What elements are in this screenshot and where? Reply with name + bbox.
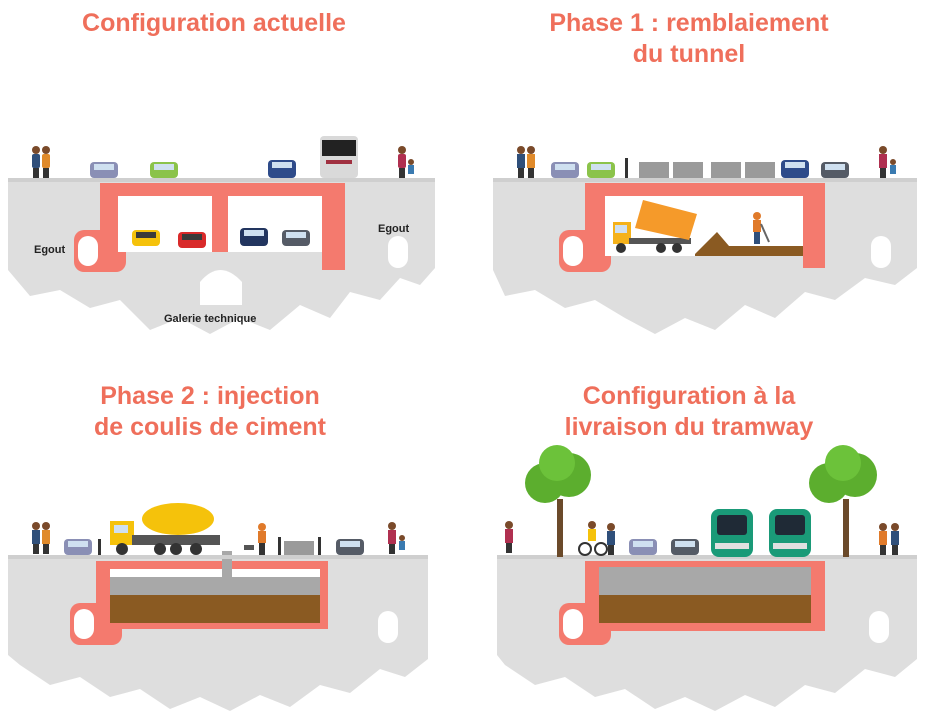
phase-1-scene bbox=[493, 146, 917, 334]
car-icon bbox=[240, 228, 268, 246]
car-icon bbox=[336, 539, 364, 555]
panel-title: Configuration à la livraison du tramway bbox=[564, 382, 814, 441]
pedestrian-icon bbox=[32, 146, 50, 178]
tram-icon bbox=[769, 509, 811, 557]
pedestrian-icon bbox=[32, 522, 50, 554]
barrier-icon bbox=[625, 158, 775, 178]
panel-final-configuration: Configuration à la livraison du tramway bbox=[465, 359, 929, 717]
cement-mixer-icon bbox=[110, 503, 220, 555]
technical-gallery-label: Galerie technique bbox=[164, 313, 257, 325]
worker-icon bbox=[753, 212, 770, 244]
cement-layer bbox=[110, 577, 320, 595]
car-icon bbox=[150, 162, 178, 178]
panel-title: Phase 2 : injection de coulis de ciment bbox=[93, 382, 326, 441]
panel-phase-1: Phase 1 : remblaiement du tunnel bbox=[465, 0, 929, 358]
worker-icon bbox=[244, 523, 266, 555]
current-configuration-scene bbox=[8, 136, 435, 334]
tree-icon bbox=[525, 445, 591, 557]
pedestrian-icon bbox=[879, 523, 899, 555]
car-icon bbox=[132, 230, 160, 246]
car-icon bbox=[629, 539, 657, 555]
panel-phase-2: Phase 2 : injection de coulis de ciment bbox=[0, 359, 464, 717]
panel-title: Phase 1 : remblaiement du tunnel bbox=[549, 9, 829, 68]
panel-title: Configuration actuelle bbox=[82, 9, 346, 37]
pedestrian-icon bbox=[607, 523, 615, 555]
car-icon bbox=[781, 160, 809, 178]
earth-fill bbox=[695, 232, 803, 256]
pedestrian-icon bbox=[879, 146, 896, 178]
bus-icon bbox=[320, 136, 358, 178]
tram-icon bbox=[711, 509, 753, 557]
phase-2-scene bbox=[8, 503, 428, 711]
car-icon bbox=[90, 162, 118, 178]
tree-icon bbox=[809, 445, 877, 557]
technical-gallery bbox=[200, 270, 242, 305]
car-icon bbox=[282, 230, 310, 246]
car-icon bbox=[671, 539, 699, 555]
car-icon bbox=[268, 160, 296, 178]
car-icon bbox=[587, 162, 615, 178]
car-icon bbox=[178, 232, 206, 248]
panel-current-configuration: Configuration actuelle bbox=[0, 0, 464, 358]
barrier-icon bbox=[278, 537, 321, 555]
car-icon bbox=[64, 539, 92, 555]
dump-truck-icon bbox=[613, 200, 697, 253]
sewer-right bbox=[388, 236, 408, 268]
pedestrian-icon bbox=[505, 521, 513, 553]
sewer-label-right: Egout bbox=[378, 223, 410, 235]
pedestrian-icon bbox=[398, 146, 414, 178]
earth-fill bbox=[110, 595, 320, 623]
pedestrian-icon bbox=[517, 146, 535, 178]
sewer-label-left: Egout bbox=[34, 244, 66, 256]
cement-layer bbox=[599, 567, 811, 595]
final-configuration-scene bbox=[497, 445, 917, 711]
car-icon bbox=[821, 162, 849, 178]
sewer-left bbox=[78, 236, 98, 266]
cyclist-icon bbox=[578, 521, 608, 556]
car-icon bbox=[551, 162, 579, 178]
pedestrian-icon bbox=[388, 522, 405, 554]
earth-fill bbox=[599, 595, 811, 623]
